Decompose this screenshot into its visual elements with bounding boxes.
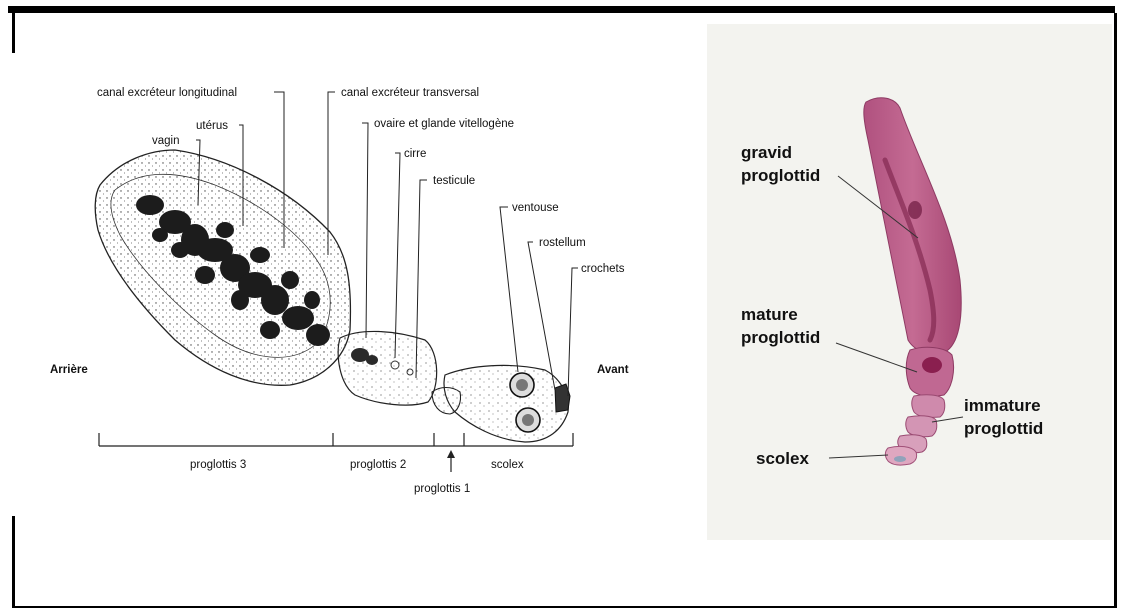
label-proglottis-1: proglottis 1 bbox=[414, 483, 470, 495]
label-avant: Avant bbox=[597, 364, 629, 376]
proglottis-2-shape bbox=[338, 331, 437, 405]
label-immature-line2: proglottid bbox=[964, 419, 1043, 438]
gravid-dark-spot bbox=[908, 201, 922, 219]
mature-organ bbox=[922, 357, 942, 373]
label-gravid-line1: gravid bbox=[741, 143, 792, 162]
label-ventouse: ventouse bbox=[512, 202, 559, 214]
label-arriere: Arrière bbox=[50, 364, 88, 376]
label-canal-longitudinal: canal excréteur longitudinal bbox=[97, 87, 237, 99]
sucker-upper-core bbox=[516, 379, 528, 391]
label-proglottis-3: proglottis 3 bbox=[190, 459, 246, 471]
label-crochets: crochets bbox=[581, 263, 625, 275]
immature-segment-1 bbox=[912, 395, 945, 418]
label-uterus: utérus bbox=[196, 120, 228, 132]
label-canal-transversal: canal excréteur transversal bbox=[341, 87, 479, 99]
immature-segment-2 bbox=[906, 416, 937, 437]
label-proglottis-2: proglottis 2 bbox=[350, 459, 406, 471]
label-testicule: testicule bbox=[433, 175, 475, 187]
label-cirre: cirre bbox=[404, 148, 426, 160]
label-mature-line1: mature bbox=[741, 305, 798, 324]
label-scolex-en: scolex bbox=[756, 449, 809, 468]
label-scolex-fr: scolex bbox=[491, 459, 524, 471]
label-vagin: vagin bbox=[152, 135, 180, 147]
label-mature-line2: proglottid bbox=[741, 328, 820, 347]
arrow-proglottis-1 bbox=[447, 450, 455, 458]
scolex-photo bbox=[885, 446, 916, 465]
sucker-lower-core bbox=[522, 414, 534, 426]
label-rostellum: rostellum bbox=[539, 237, 586, 249]
stained-tapeworm-photo bbox=[864, 98, 961, 465]
scolex-shape bbox=[444, 365, 568, 442]
label-immature-line1: immature bbox=[964, 396, 1041, 415]
scolex-hooks-photo bbox=[894, 456, 906, 462]
label-ovaire: ovaire et glande vitellogène bbox=[374, 118, 514, 130]
schematic-tapeworm bbox=[95, 150, 570, 442]
label-gravid-line2: proglottid bbox=[741, 166, 820, 185]
